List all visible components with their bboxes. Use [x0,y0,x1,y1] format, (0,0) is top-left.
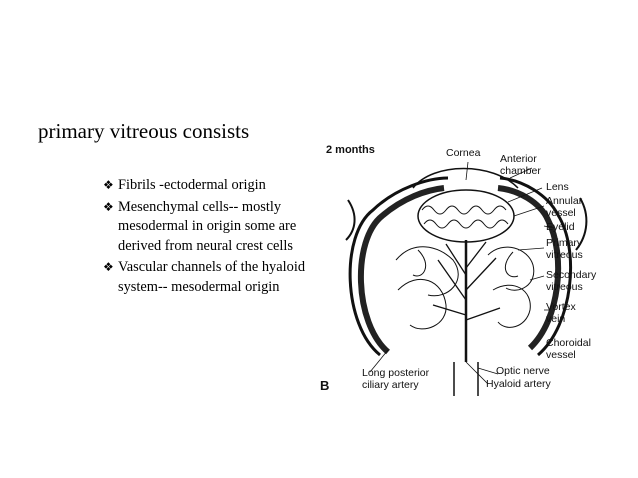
label-hyaloid-artery: Hyaloid artery [486,378,552,390]
label-lens: Lens [546,181,569,193]
label-long-posterior-line1: Long posterior [362,367,430,379]
label-secondary-vitreous-line2: vitreous [546,281,583,293]
label-primary-vitreous-line2: vitreous [546,249,583,261]
diamond-bullet-icon: ❖ [103,178,114,192]
label-optic-nerve: Optic nerve [496,365,550,377]
label-long-posterior-line2: ciliary artery [362,379,419,391]
label-vortex-vein-line1: Vortex [546,301,577,313]
bullet-text: Vascular channels of the hyaloid system-… [118,259,306,295]
label-choroidal-vessel-line2: vessel [546,349,576,361]
label-primary-vitreous-line1: Primary [546,237,583,249]
bullet-text: Mesenchymal cells-- mostly mesodermal in… [118,198,297,254]
label-choroidal-vessel-line1: Choroidal [546,337,591,349]
label-vortex-vein-line2: vein [546,313,565,325]
bullet-text: Fibrils -ectodermal origin [118,177,266,193]
bullet-item-fibrils: ❖ Fibrils -ectodermal origin [103,176,313,196]
figure-panel-letter: B [320,378,329,393]
label-eyelid: Eyelid [546,221,575,233]
label-annular-vessel-line1: Annular [546,195,583,207]
figure-title: 2 months [326,144,375,156]
label-annular-vessel-line2: vessel [546,207,576,219]
label-anterior-chamber-line1: Anterior [500,153,537,165]
leader-lines [369,161,555,385]
slide-heading: primary vitreous consists [38,119,250,143]
diamond-bullet-icon: ❖ [103,260,114,274]
eye-diagram-figure: 2 months [320,144,597,396]
label-anterior-chamber-line2: chamber [500,165,541,177]
bullet-item-mesenchymal: ❖ Mesenchymal cells-- mostly mesodermal … [103,198,313,257]
bullet-list: ❖ Fibrils -ectodermal origin ❖ Mesenchym… [103,176,313,299]
label-cornea: Cornea [446,147,481,159]
label-secondary-vitreous-line1: Secondary [546,269,597,281]
eye-illustration [345,167,588,396]
diamond-bullet-icon: ❖ [103,199,114,214]
bullet-item-vascular: ❖ Vascular channels of the hyaloid syste… [103,258,313,297]
